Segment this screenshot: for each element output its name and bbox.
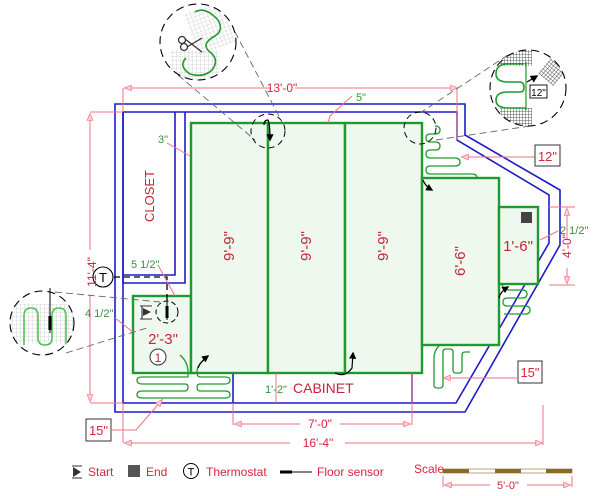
turn-detail-callout: 12" — [489, 49, 567, 127]
closet-walls — [122, 112, 186, 284]
dim-left-gap: 4 1/2" — [85, 308, 113, 320]
legend-end: End — [128, 465, 167, 479]
thermostat-legend-icon — [183, 463, 199, 479]
scissors-icon — [177, 35, 203, 53]
room-label-closet: CLOSET — [142, 170, 157, 222]
scale-label: Scale — [414, 462, 444, 476]
flow-arrow — [422, 179, 434, 191]
detail-focus-circle — [250, 113, 286, 149]
dimension-lines — [86, 84, 575, 447]
dim-top-width: 13'-0" — [267, 81, 298, 95]
svg-text:T: T — [188, 467, 195, 479]
detail-spacing-label: 12" — [531, 88, 546, 99]
svg-text:12": 12" — [538, 149, 557, 164]
mat-label-2: 9'-9" — [298, 231, 315, 261]
heating-mats — [131, 121, 540, 375]
mat-label-5: 1'-6" — [503, 238, 533, 255]
dim-closet-gap: 5 1/2" — [131, 259, 159, 271]
start-marker-icon — [140, 305, 152, 320]
mat-4 — [420, 176, 501, 347]
flow-arrow — [263, 119, 274, 142]
flow-arrows — [197, 119, 510, 376]
start-flag-icon — [72, 465, 82, 479]
svg-text:Start: Start — [88, 465, 114, 479]
legend-floor-sensor: Floor sensor — [280, 465, 384, 479]
dim-cabinet-width: 7'-0" — [308, 417, 332, 431]
outer-wall-line — [114, 103, 561, 413]
mat-label-3: 9'-9" — [375, 231, 392, 261]
start-number-marker: 1 — [149, 348, 167, 366]
mat-3 — [343, 121, 424, 375]
room-label-cabinet: CABINET — [293, 380, 354, 396]
svg-text:1: 1 — [155, 351, 162, 365]
flow-arrow — [498, 286, 510, 299]
detail-focus-circle — [403, 111, 437, 145]
callout-lines — [54, 31, 531, 354]
dim-inner-offset: 3" — [158, 134, 168, 146]
scale-bar: Scale 5'-0" — [414, 462, 573, 492]
dim-right-gap: 2 1/2" — [560, 225, 588, 237]
svg-text:Thermostat: Thermostat — [206, 465, 267, 479]
dim-total-width: 16'-4" — [303, 436, 334, 450]
cable-loops — [136, 125, 531, 399]
mat-label-1: 9'-9" — [221, 231, 238, 261]
cut-detail-callout — [159, 3, 237, 81]
svg-text:15": 15" — [520, 365, 539, 380]
end-marker-icon — [521, 212, 532, 223]
mat-label-small-left: 2'-3" — [148, 331, 178, 348]
scale-length: 5'-0" — [497, 480, 519, 492]
dim-wall-gap-top: 5" — [356, 92, 366, 104]
legend: Start End T Thermostat Floor sensor — [72, 463, 384, 479]
dim-cabinet-gap: 1'-2" — [265, 384, 287, 396]
flow-arrow — [334, 351, 357, 376]
spacing-tag-bottom-left: 15" — [85, 418, 112, 442]
flow-arrow — [197, 355, 210, 369]
legend-thermostat: T Thermostat — [183, 463, 267, 479]
svg-text:15": 15" — [89, 423, 108, 438]
dim-right-height: 4'-0" — [560, 234, 574, 258]
spacing-tag-bottom-right: 15" — [517, 360, 543, 384]
sensor-detail-callout — [9, 288, 75, 356]
svg-text:End: End — [146, 465, 167, 479]
thermostat-icon: T — [92, 266, 168, 300]
thermostat-symbol: T — [99, 270, 107, 285]
end-square-icon — [128, 465, 140, 477]
legend-start: Start — [72, 465, 114, 479]
mat-label-4: 6'-6" — [452, 246, 469, 276]
svg-text:Floor sensor: Floor sensor — [317, 465, 384, 479]
spacing-tag-top-right: 12" — [534, 144, 561, 167]
dim-left-height: 11'-4" — [85, 257, 99, 287]
